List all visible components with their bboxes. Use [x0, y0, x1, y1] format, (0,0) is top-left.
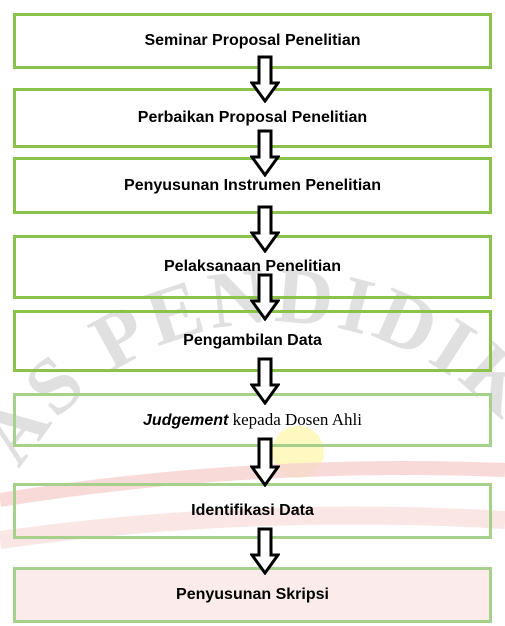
step-label: Perbaikan Proposal Penelitian	[137, 109, 368, 126]
step-identifikasi-data: Identifikasi Data	[13, 483, 492, 539]
down-arrow-icon	[250, 357, 280, 405]
step-label-rest: kepada Dosen Ahli	[228, 410, 362, 429]
step-label: Penyusunan Instrumen Penelitian	[124, 176, 381, 194]
step-label: Identifikasi Data	[191, 502, 314, 519]
step-label: Pelaksanaan Penelitian	[164, 258, 341, 275]
down-arrow-icon	[250, 129, 280, 177]
down-arrow-icon	[250, 273, 280, 321]
step-label-emphasis: Judgement	[143, 412, 229, 429]
step-pelaksanaan-penelitian: Pelaksanaan Penelitian	[13, 235, 492, 299]
step-seminar-proposal: Seminar Proposal Penelitian	[13, 13, 492, 69]
step-label: Penyusunan Skripsi	[176, 586, 329, 603]
step-perbaikan-proposal: Perbaikan Proposal Penelitian	[13, 88, 492, 148]
down-arrow-icon	[250, 437, 280, 487]
step-label: Seminar Proposal Penelitian	[144, 32, 361, 49]
watermark-arc-band-lower	[0, 506, 505, 549]
down-arrow-icon	[250, 527, 280, 575]
down-arrow-icon	[250, 205, 280, 253]
step-pengambilan-data: Pengambilan Data	[13, 310, 492, 372]
down-arrow-icon	[250, 55, 280, 103]
step-judgement-dosen-ahli: Judgement kepada Dosen Ahli	[13, 393, 492, 447]
step-label: Pengambilan Data	[183, 332, 322, 349]
watermark-arc-band	[0, 461, 505, 507]
step-penyusunan-skripsi: Penyusunan Skripsi	[13, 567, 492, 623]
